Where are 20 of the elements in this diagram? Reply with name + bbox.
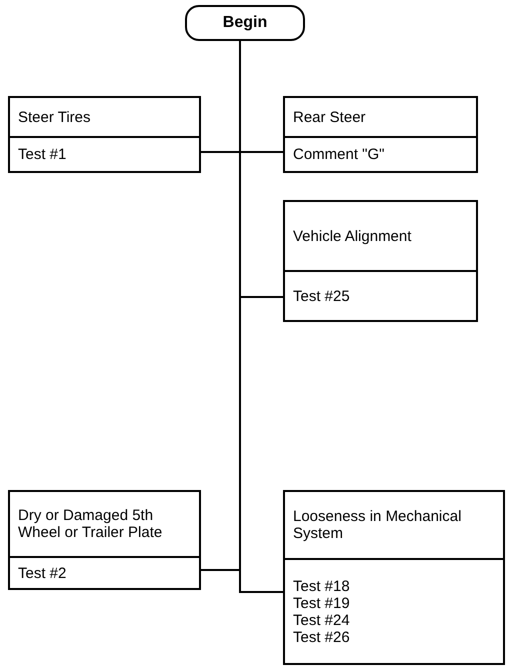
- process-box: [283, 490, 505, 665]
- process-box: [8, 490, 201, 590]
- test-reference: Comment "G": [293, 146, 386, 163]
- test-reference: Test #25: [293, 288, 351, 304]
- box-heading: Vehicle Alignment: [293, 228, 412, 244]
- test-reference: Test #19: [293, 594, 351, 612]
- box-heading: Looseness in Mechanical System: [293, 508, 462, 542]
- start-terminal: [185, 5, 305, 41]
- process-box: [283, 200, 478, 322]
- test-reference: Test #2: [18, 564, 68, 582]
- test-reference: Test #24: [293, 612, 351, 628]
- box-heading: Steer Tires: [18, 108, 91, 126]
- test-reference: Test #26: [293, 628, 351, 646]
- test-reference: Test #1: [18, 146, 68, 163]
- box-heading: Rear Steer: [293, 108, 366, 126]
- process-box: [8, 96, 201, 173]
- box-heading: Dry or Damaged 5th Wheel or Trailer Plate: [18, 507, 164, 541]
- test-reference: Test #18: [293, 578, 351, 594]
- process-box: [283, 96, 478, 173]
- terminal-label: Begin: [222, 14, 268, 32]
